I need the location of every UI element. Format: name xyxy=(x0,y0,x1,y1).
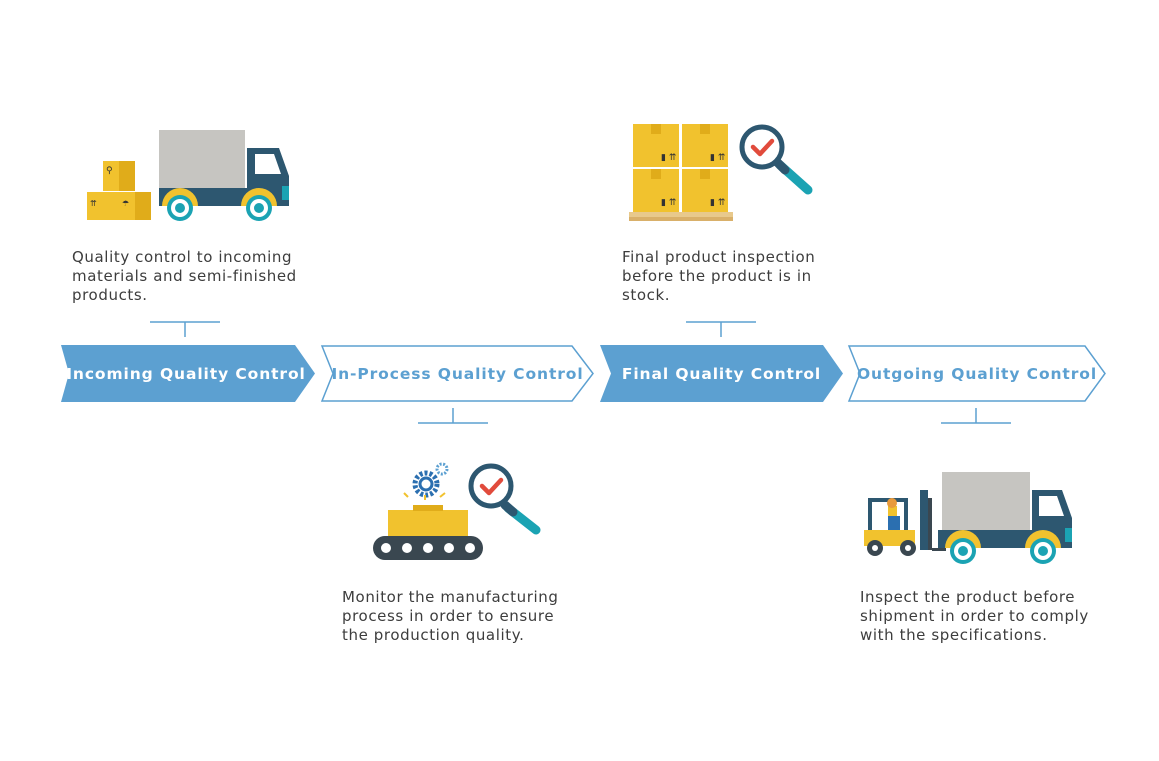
svg-text:▮ ⇈: ▮ ⇈ xyxy=(661,153,677,163)
forklift-truck-icon xyxy=(864,472,1072,564)
connector-bottom-in-process xyxy=(418,408,488,424)
chevron-shape-icon xyxy=(847,345,1106,402)
description-line: materials and semi-finished xyxy=(72,267,297,285)
svg-text:▮ ⇈: ▮ ⇈ xyxy=(661,198,677,208)
stage-incoming-quality-control[interactable]: Incoming Quality Control xyxy=(55,345,317,402)
description-line: the production quality. xyxy=(342,626,525,644)
description-line: Quality control to incoming xyxy=(72,248,293,266)
connector-top-final xyxy=(686,321,756,337)
stage-label: In-Process Quality Control xyxy=(331,364,584,383)
stage-description-final: Final product inspection before the prod… xyxy=(622,248,815,305)
stage-label: Outgoing Quality Control xyxy=(856,364,1098,383)
svg-text:☂: ☂ xyxy=(122,199,129,208)
description-line: products. xyxy=(72,286,148,304)
chevron-shape-icon xyxy=(320,345,594,402)
description-line: stock. xyxy=(622,286,671,304)
description-line: with the specifications. xyxy=(860,626,1048,644)
description-line: before the product is in xyxy=(622,267,812,285)
chevron-shape-icon xyxy=(61,345,315,402)
chevron-shape-icon xyxy=(600,345,843,402)
stage-outgoing-quality-control[interactable]: Outgoing Quality Control xyxy=(847,345,1107,402)
svg-text:▮ ⇈: ▮ ⇈ xyxy=(710,153,726,163)
description-line: Inspect the product before xyxy=(860,588,1076,606)
description-line: process in order to ensure xyxy=(342,607,555,625)
stage-label: Final Quality Control xyxy=(621,364,822,383)
description-line: shipment in order to comply xyxy=(860,607,1089,625)
description-line: Monitor the manufacturing xyxy=(342,588,559,606)
connector-bottom-outgoing xyxy=(941,408,1011,424)
stage-description-in-process: Monitor the manufacturing process in ord… xyxy=(342,588,558,645)
conveyor-inspection-icon xyxy=(373,462,541,560)
stage-label: Incoming Quality Control xyxy=(66,364,306,383)
svg-text:▮ ⇈: ▮ ⇈ xyxy=(710,198,726,208)
description-line: Final product inspection xyxy=(622,248,816,266)
connector-top-incoming xyxy=(150,321,220,337)
stage-in-process-quality-control[interactable]: In-Process Quality Control xyxy=(320,345,595,402)
stage-description-incoming: Quality control to incoming materials an… xyxy=(72,248,297,305)
truck-with-boxes-icon: ⚲ ⇈ ☂ xyxy=(87,130,289,221)
pallet-inspection-icon: ▮ ⇈ ▮ ⇈ ▮ ⇈ ▮ ⇈ xyxy=(629,124,813,221)
svg-text:⇈: ⇈ xyxy=(90,199,97,208)
svg-text:⚲: ⚲ xyxy=(106,166,113,176)
stage-description-outgoing: Inspect the product before shipment in o… xyxy=(860,588,1089,645)
stage-final-quality-control[interactable]: Final Quality Control xyxy=(598,345,845,402)
